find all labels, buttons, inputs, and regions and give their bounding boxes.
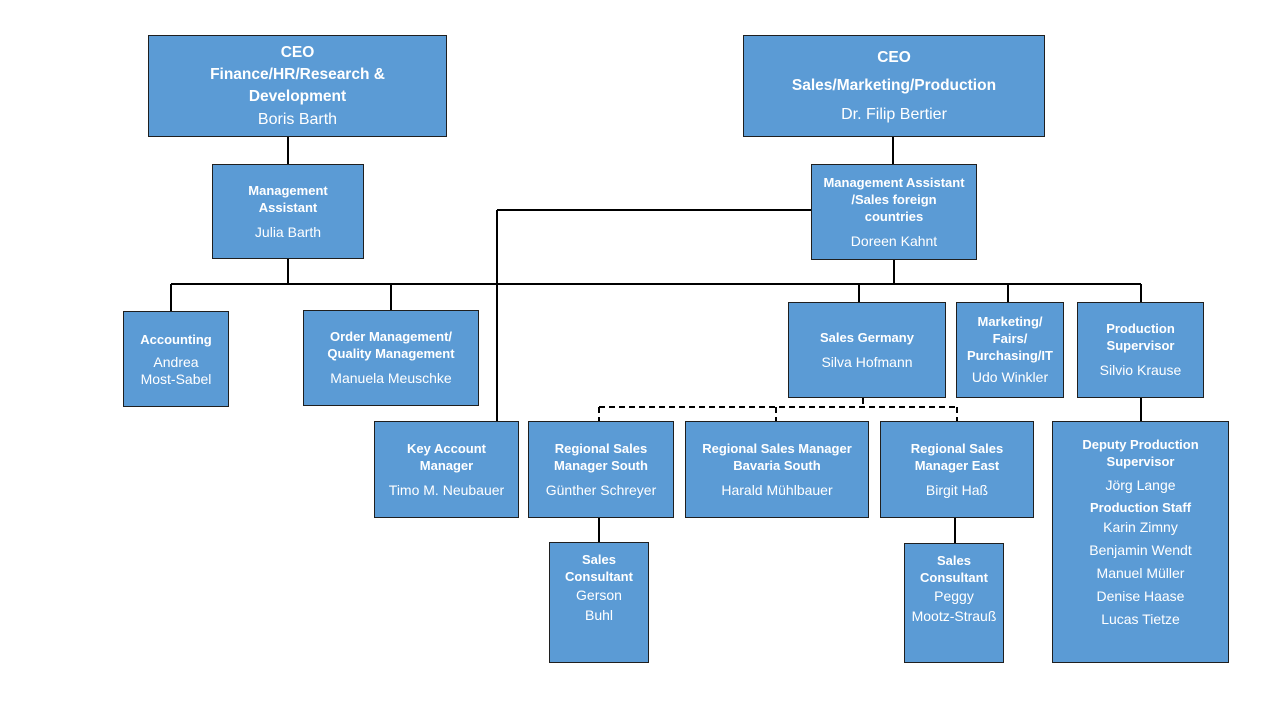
deputy-production-title: Supervisor — [1106, 454, 1175, 469]
marketing-box: Marketing/ Fairs/ Purchasing/IT Udo Wink… — [956, 302, 1064, 398]
deputy-production-name: Jörg Lange — [1105, 477, 1176, 493]
sales-consultant-south-name: Buhl — [584, 607, 614, 623]
ceo-sales-box: CEO Sales/Marketing/Production Dr. Filip… — [743, 35, 1045, 137]
marketing-title: Fairs/ — [992, 331, 1028, 346]
sales-germany-name: Silva Hofmann — [821, 353, 913, 370]
sales-consultant-south-box: Sales Consultant Gerson Buhl — [549, 542, 649, 663]
regional-sales-east-box: Regional Sales Manager East Birgit Haß — [880, 421, 1034, 518]
key-account-manager-name: Timo M. Neubauer — [388, 481, 505, 498]
regional-sales-east-title: Manager East — [914, 457, 1000, 473]
ceo-sales-title: CEO — [877, 48, 911, 66]
management-assistant-sales-box: Management Assistant /Sales foreign coun… — [811, 164, 977, 260]
management-assistant-sales-name: Doreen Kahnt — [850, 232, 938, 249]
ceo-sales-name: Dr. Filip Bertier — [841, 105, 947, 123]
sales-consultant-south-title: Consultant — [565, 569, 633, 584]
marketing-title: Purchasing/IT — [967, 348, 1053, 363]
sales-consultant-south-name: Gerson — [576, 587, 622, 603]
ceo-finance-box: CEO Finance/HR/Research & Development Bo… — [148, 35, 447, 137]
order-management-title: Quality Management — [327, 346, 455, 361]
ceo-finance-title: Development — [248, 87, 347, 105]
sales-germany-box: Sales Germany Silva Hofmann — [788, 302, 946, 398]
marketing-title: Marketing/ — [977, 314, 1043, 329]
production-supervisor-name: Silvio Krause — [1099, 362, 1182, 378]
accounting-title: Accounting — [140, 331, 212, 347]
sales-germany-title: Sales Germany — [820, 329, 914, 345]
deputy-production-title: Deputy Production — [1082, 437, 1199, 452]
ceo-finance-name: Boris Barth — [257, 110, 338, 128]
ceo-finance-title: Finance/HR/Research & — [210, 65, 385, 83]
key-account-manager-title: Manager — [419, 457, 474, 473]
regional-sales-bavaria-name: Harald Mühlbauer — [721, 481, 833, 498]
management-assistant-title: Management — [248, 182, 328, 198]
ceo-sales-title: Sales/Marketing/Production — [791, 76, 997, 94]
management-assistant-box: Management Assistant Julia Barth — [212, 164, 364, 259]
sales-consultant-east-title: Sales — [937, 553, 971, 568]
accounting-name: Most-Sabel — [140, 370, 212, 387]
management-assistant-name: Julia Barth — [254, 223, 322, 240]
production-supervisor-title: Production — [1106, 321, 1175, 336]
production-staff-title: Production Staff — [1089, 500, 1192, 515]
regional-sales-bavaria-title: Bavaria South — [733, 457, 821, 473]
order-management-box: Order Management/ Quality Management Man… — [303, 310, 479, 406]
key-account-manager-box: Key Account Manager Timo M. Neubauer — [374, 421, 519, 518]
regional-sales-south-name: Günther Schreyer — [545, 481, 657, 498]
regional-sales-bavaria-box: Regional Sales Manager Bavaria South Har… — [685, 421, 869, 518]
order-management-title: Order Management/ — [329, 329, 453, 344]
accounting-box: Accounting Andrea Most-Sabel — [123, 311, 229, 407]
regional-sales-east-title: Regional Sales — [910, 440, 1004, 456]
production-staff-member: Benjamin Wendt — [1089, 542, 1192, 558]
production-staff-member: Lucas Tietze — [1101, 611, 1180, 627]
management-assistant-sales-title: Management Assistant — [823, 174, 965, 190]
sales-consultant-east-name: Mootz-Strauß — [911, 608, 997, 624]
accounting-name: Andrea — [153, 353, 199, 370]
regional-sales-south-box: Regional Sales Manager South Günther Sch… — [528, 421, 674, 518]
regional-sales-east-name: Birgit Haß — [925, 481, 989, 498]
sales-consultant-east-title: Consultant — [920, 570, 988, 585]
production-staff-member: Manuel Müller — [1096, 565, 1185, 581]
production-supervisor-title: Supervisor — [1106, 338, 1175, 353]
sales-consultant-east-name: Peggy — [934, 588, 974, 604]
production-staff-member: Denise Haase — [1096, 588, 1185, 604]
management-assistant-sales-title: countries — [864, 208, 924, 224]
regional-sales-south-title: Manager South — [554, 457, 648, 473]
order-management-name: Manuela Meuschke — [330, 370, 452, 386]
production-supervisor-box: Production Supervisor Silvio Krause — [1077, 302, 1204, 398]
key-account-manager-title: Key Account — [407, 440, 486, 456]
sales-consultant-south-title: Sales — [582, 552, 616, 567]
management-assistant-title: Assistant — [258, 199, 318, 215]
production-staff-member: Karin Zimny — [1103, 519, 1178, 535]
deputy-production-supervisor-box: Deputy Production Supervisor Jörg Lange … — [1052, 421, 1229, 663]
regional-sales-south-title: Regional Sales — [554, 440, 648, 456]
regional-sales-bavaria-title: Regional Sales Manager — [702, 440, 852, 456]
ceo-finance-title: CEO — [280, 43, 315, 61]
marketing-name: Udo Winkler — [971, 369, 1049, 385]
management-assistant-sales-title: /Sales foreign — [851, 191, 937, 207]
sales-consultant-east-box: Sales Consultant Peggy Mootz-Strauß — [904, 543, 1004, 663]
